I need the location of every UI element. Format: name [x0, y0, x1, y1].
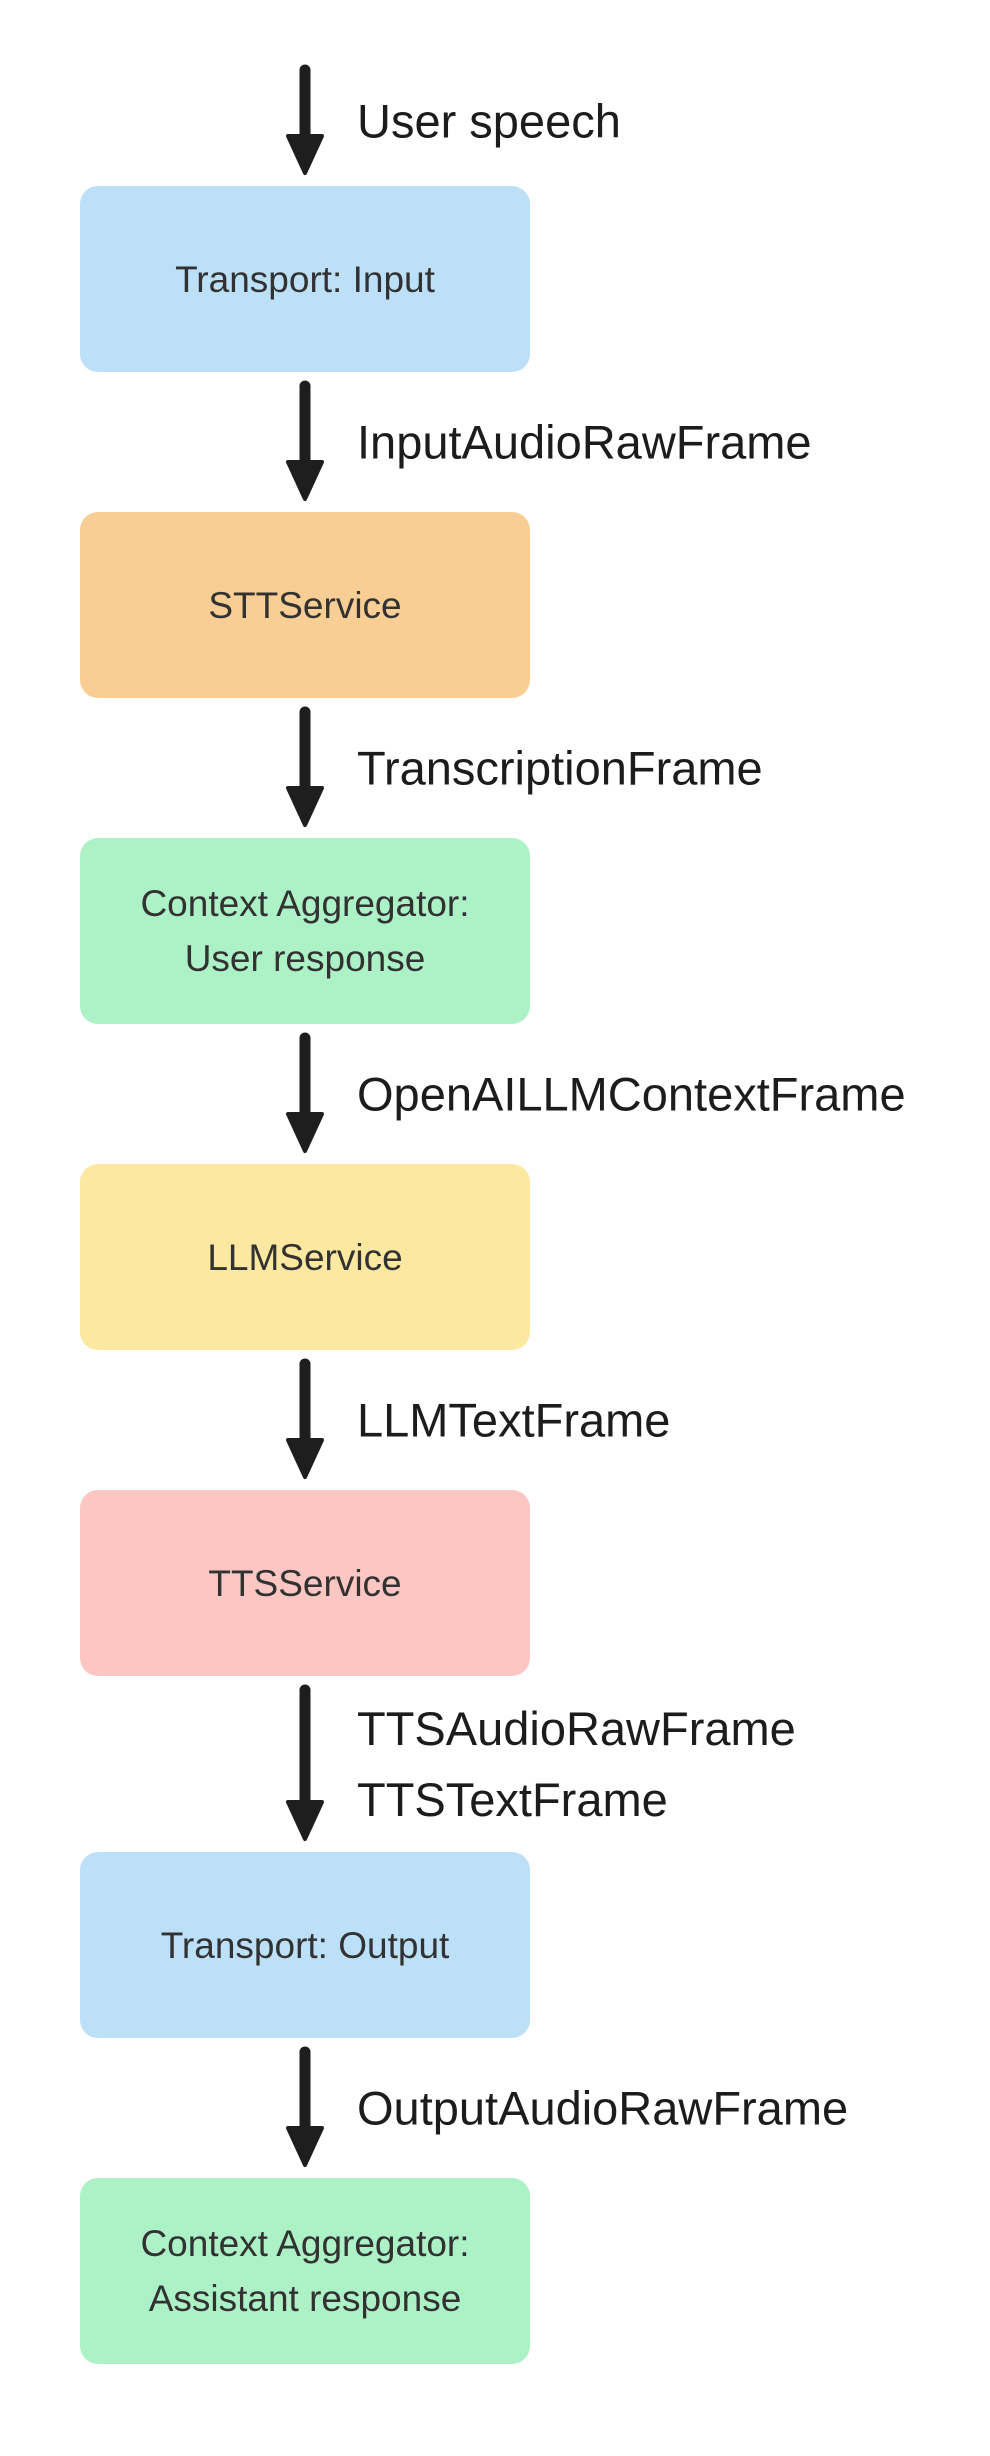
- edge-label-line: User speech: [357, 94, 621, 148]
- node-transport-input: Transport: Input: [80, 186, 530, 372]
- down-arrow-icon: [286, 380, 324, 501]
- edge-label-line-2: TTSTextFrame: [357, 1773, 668, 1826]
- arrow-input-audio-raw-frame: InputAudioRawFrame: [80, 372, 812, 512]
- edge-label-input-audio-raw-frame: InputAudioRawFrame: [357, 407, 812, 478]
- down-arrow-icon: [286, 1032, 324, 1153]
- node-label-line-1: Context Aggregator:: [140, 2223, 470, 2264]
- node-llm-service: LLMService: [80, 1164, 530, 1350]
- arrow-user-speech: User speech: [80, 56, 621, 186]
- node-label: LLMService: [207, 1236, 403, 1278]
- node-label: Transport: Output: [160, 1924, 450, 1966]
- down-arrow-icon: [286, 2046, 324, 2167]
- arrow-transcription-frame: TranscriptionFrame: [80, 698, 763, 838]
- edge-label-output-audio-raw-frame: OutputAudioRawFrame: [357, 2073, 848, 2144]
- down-arrow-icon: [286, 1358, 324, 1479]
- node-label-line-2: User response: [184, 938, 426, 979]
- edge-label-line: OpenAILLMContextFrame: [357, 1067, 906, 1121]
- down-arrow-icon: [286, 706, 324, 827]
- edge-label-line: OutputAudioRawFrame: [357, 2081, 849, 2135]
- edge-label-line-1: TTSAudioRawFrame: [357, 1702, 796, 1755]
- arrow-output-audio-raw-frame: OutputAudioRawFrame: [80, 2038, 848, 2178]
- node-stt-service: STTService: [80, 512, 530, 698]
- edge-label-transcription-frame: TranscriptionFrame: [357, 733, 763, 804]
- node-label: STTService: [208, 584, 402, 626]
- edge-label-line: LLMTextFrame: [357, 1393, 671, 1447]
- node-label-line-2: Assistant response: [148, 2278, 462, 2319]
- arrow-tts-frames: TTSAudioRawFrame TTSTextFrame: [80, 1676, 796, 1852]
- edge-label-openai-llm-context-frame: OpenAILLMContextFrame: [357, 1059, 906, 1130]
- down-arrow-icon: [286, 1684, 324, 1841]
- node-transport-output: Transport: Output: [80, 1852, 530, 2038]
- node-context-aggregator-user: Context Aggregator: User response: [80, 838, 530, 1024]
- node-context-aggregator-assistant: Context Aggregator: Assistant response: [80, 2178, 530, 2364]
- node-tts-service: TTSService: [80, 1490, 530, 1676]
- edge-label-line: TranscriptionFrame: [357, 741, 763, 795]
- node-label: Transport: Input: [175, 258, 435, 300]
- edge-label-line: InputAudioRawFrame: [357, 415, 812, 469]
- node-label: TTSService: [208, 1562, 402, 1604]
- edge-label-tts-frames: TTSAudioRawFrame TTSTextFrame: [357, 1693, 796, 1835]
- arrow-llm-text-frame: LLMTextFrame: [80, 1350, 670, 1490]
- arrow-openai-llm-context-frame: OpenAILLMContextFrame: [80, 1024, 906, 1164]
- down-arrow-icon: [286, 64, 324, 175]
- edge-label-llm-text-frame: LLMTextFrame: [357, 1385, 670, 1456]
- edge-label-user-speech: User speech: [357, 86, 621, 157]
- node-label-line-1: Context Aggregator:: [140, 883, 470, 924]
